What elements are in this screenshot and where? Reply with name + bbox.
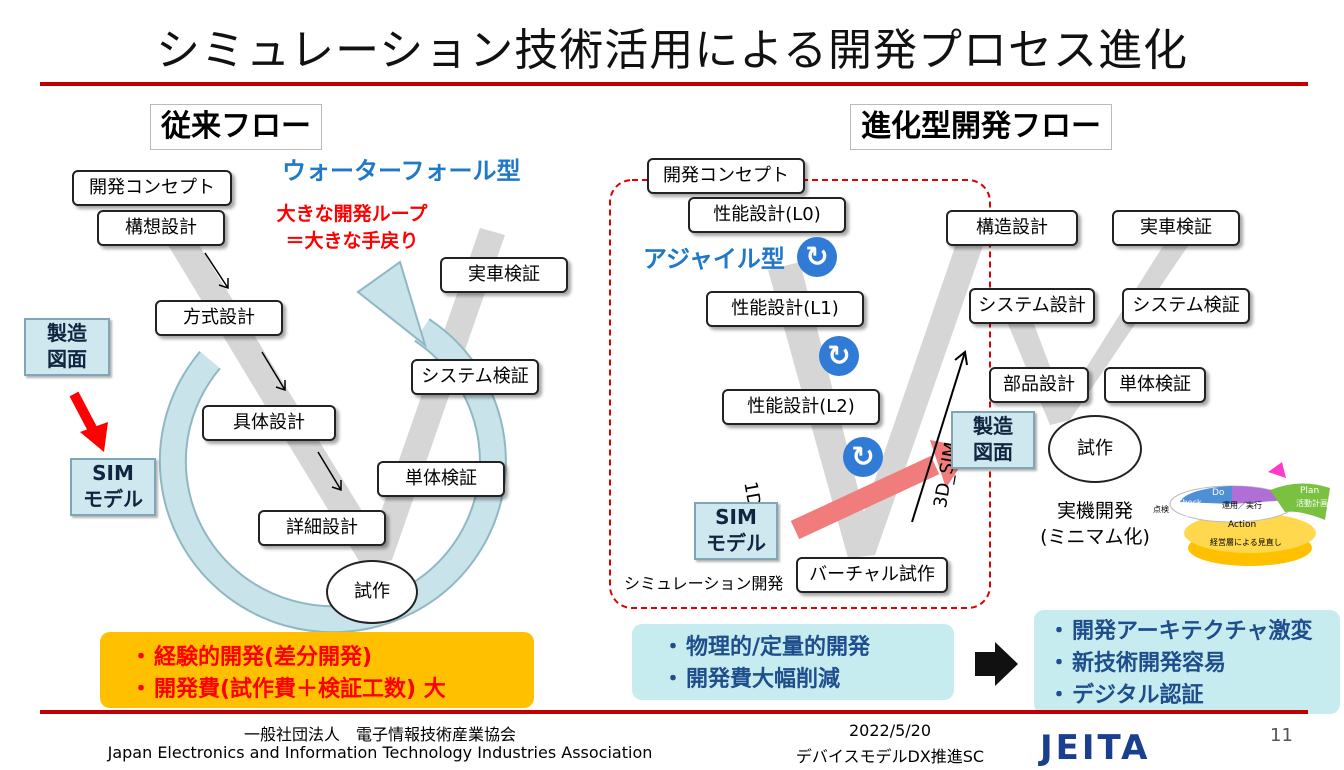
footer-org-en: Japan Electronics and Information Techno… (107, 743, 653, 762)
footer-date: 2022/5/20 (848, 721, 932, 740)
pdca-do: Do (1212, 488, 1225, 498)
pdca-keiei: 経営層による見直し (1210, 538, 1282, 547)
left-vehicle-verify-box: 実車検証 (440, 257, 568, 293)
right-result-panel: ・物理的/定量的開発 ・開発費大幅削減 (632, 624, 954, 700)
left-panel-line1: ・経験的開発(差分開発) (130, 645, 373, 670)
footer-subtitle: デバイスモデルDX推進SC (795, 747, 985, 766)
pdca-tenken: 点検 (1153, 505, 1169, 514)
right-heading: 進化型開発フロー (850, 104, 1112, 150)
left-drawing-doc: 製造 図面 (24, 318, 110, 376)
sim-black-arrow (911, 350, 968, 523)
right-panel-line2: ・開発費大幅削減 (662, 667, 841, 692)
waterfall-label: ウォーターフォール型 (282, 157, 521, 185)
left-flow-arrows (204, 252, 342, 492)
left-result-panel: ・経験的開発(差分開発) ・開発費(試作費＋検証工数) 大 (100, 632, 534, 708)
perf-design-l1-box: 性能設計(L1) (706, 291, 864, 327)
right-concept-box: 開発コンセプト (647, 158, 805, 194)
right-system-verify-box: システム検証 (1122, 288, 1250, 324)
cycle-icon: ↻ (819, 336, 859, 376)
pdca-check: Check (1177, 498, 1202, 507)
evolution-result-panel: ・開発アーキテクチャ激変 ・新技術開発容易 ・デジタル認証 (1034, 610, 1340, 714)
loop-note: 大きな開発ループ ＝大きな手戻り (262, 201, 442, 255)
left-unit-verify-box: 単体検証 (377, 461, 505, 497)
left-concrete-design-box: 具体設計 (202, 405, 336, 441)
right-structure-design-box: 構造設計 (946, 210, 1078, 246)
left-red-arrow (69, 391, 108, 452)
loop-note-line1: 大きな開発ループ (276, 203, 428, 225)
right-parts-design-box: 部品設計 (989, 367, 1089, 403)
right-sim-doc: SIM モデル (694, 502, 778, 560)
evolution-line3: ・デジタル認証 (1048, 683, 1204, 708)
right-panel-line1: ・物理的/定量的開発 (662, 635, 871, 660)
cycle-icon: ↻ (843, 437, 883, 477)
page-title: シミュレーション技術活用による開発プロセス進化 (156, 25, 1188, 76)
pdca-graphic (1169, 462, 1330, 566)
pdca-check-sub: 監査 (1185, 509, 1201, 518)
real-dev-line1: 実機開発 (1056, 500, 1133, 522)
pdca-plan: Plan (1300, 486, 1320, 496)
left-sim-doc: SIM モデル (70, 458, 156, 516)
agile-label: アジャイル型 (643, 245, 785, 273)
transition-arrow (975, 642, 1018, 686)
pdca-plan-sub: 活動計画 (1296, 499, 1328, 508)
left-system-verify-box: システム検証 (411, 359, 539, 395)
pdca-action: Action (1228, 520, 1257, 530)
right-prototype-circle: 試作 (1048, 415, 1142, 483)
left-prototype-circle: 試作 (326, 560, 418, 624)
footer-divider (40, 710, 1308, 714)
right-unit-verify-box: 単体検証 (1104, 367, 1206, 403)
loop-note-line2: ＝大きな手戻り (285, 230, 419, 252)
left-concept-box: 開発コンセプト (72, 170, 232, 206)
cycle-icon: ↻ (797, 237, 837, 277)
right-vehicle-verify-box: 実車検証 (1112, 210, 1240, 246)
jeita-logo: JEITA (1040, 728, 1151, 768)
title-divider (40, 82, 1308, 86)
right-drawing-doc: 製造 図面 (951, 411, 1035, 469)
real-dev-label: 実機開発 (ミニマム化) (1040, 498, 1150, 550)
right-system-design-box: システム設計 (969, 288, 1095, 324)
perf-design-l2-box: 性能設計(L2) (722, 389, 880, 425)
pdca-unyou: 運用／実行 (1222, 501, 1262, 510)
sim-dev-label: シミュレーション開発 (624, 574, 784, 593)
real-dev-line2: (ミニマム化) (1040, 526, 1150, 548)
left-heading: 従来フロー (150, 104, 322, 150)
evolution-line1: ・開発アーキテクチャ激変 (1048, 619, 1313, 644)
virtual-prototype-box: バーチャル試作 (796, 557, 948, 593)
left-detail-design-box: 詳細設計 (258, 510, 386, 546)
footer-org-jp: 一般社団法人 電子情報技術産業協会 (243, 725, 516, 744)
left-idea-design-box: 構想設計 (97, 210, 225, 246)
left-panel-line2: ・開発費(試作費＋検証工数) 大 (130, 677, 446, 702)
evolution-line2: ・新技術開発容易 (1048, 651, 1227, 676)
page-number: 11 (1270, 725, 1293, 746)
perf-design-l0-box: 性能設計(L0) (688, 197, 846, 233)
left-method-design-box: 方式設計 (155, 300, 283, 336)
